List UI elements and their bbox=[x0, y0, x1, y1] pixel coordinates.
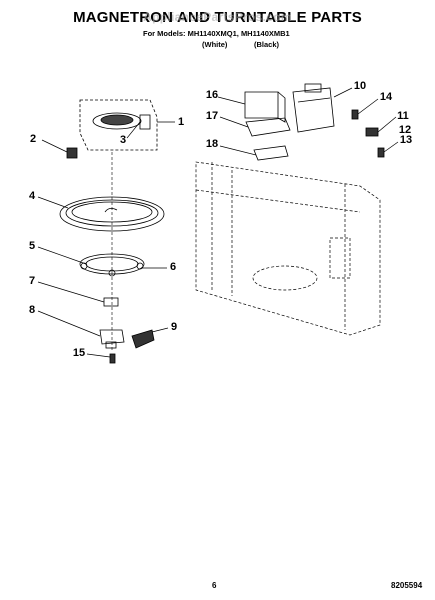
callout-9: 9 bbox=[170, 321, 178, 333]
variant-black: (Black) bbox=[254, 40, 280, 49]
part-18-shim bbox=[253, 145, 289, 161]
part-1-housing bbox=[79, 99, 158, 151]
part-17-plate bbox=[245, 117, 291, 137]
callout-6: 6 bbox=[169, 261, 177, 273]
callout-10: 10 bbox=[353, 80, 367, 92]
part-9-connector bbox=[131, 329, 155, 349]
callout-3: 3 bbox=[119, 134, 127, 146]
models-line: For Models: MH1140XMQ1, MH1140XMB1 bbox=[143, 29, 290, 38]
callout-12: 12 bbox=[398, 124, 412, 136]
callout-17: 17 bbox=[205, 110, 219, 122]
callout-11: 11 bbox=[397, 110, 409, 122]
leader-lines bbox=[37, 87, 399, 358]
page-title: MAGNETRON AND TURNTABLE PARTS bbox=[73, 9, 362, 26]
callout-14: 14 bbox=[379, 91, 393, 103]
part-14-screw bbox=[351, 109, 359, 120]
part-4-turntable-tray bbox=[59, 196, 165, 232]
part-8-motor bbox=[99, 329, 125, 349]
callout-13: 13 bbox=[399, 134, 413, 146]
part-2-clip bbox=[66, 147, 78, 159]
callout-5: 5 bbox=[28, 240, 36, 252]
document-number: 8205594 bbox=[391, 581, 423, 590]
part-13-screw bbox=[377, 147, 385, 158]
watermark-text: AppliancePartsPros.com bbox=[143, 10, 292, 24]
callout-2: 2 bbox=[29, 133, 37, 145]
callout-18: 18 bbox=[205, 138, 219, 150]
part-11-12-bracket bbox=[365, 127, 379, 137]
page-number: 6 bbox=[212, 581, 217, 590]
callout-4: 4 bbox=[28, 190, 36, 202]
part-7-coupler bbox=[103, 297, 119, 307]
variant-white: (White) bbox=[202, 40, 228, 49]
callout-15: 15 bbox=[72, 347, 86, 359]
callout-7: 7 bbox=[28, 275, 36, 287]
callout-8: 8 bbox=[28, 304, 36, 316]
part-10-magnetron bbox=[292, 83, 335, 133]
part-15-screw bbox=[109, 353, 116, 364]
cavity-frame bbox=[195, 161, 381, 336]
callout-16: 16 bbox=[205, 89, 219, 101]
part-16-cover bbox=[244, 91, 286, 123]
callout-1: 1 bbox=[177, 116, 185, 128]
